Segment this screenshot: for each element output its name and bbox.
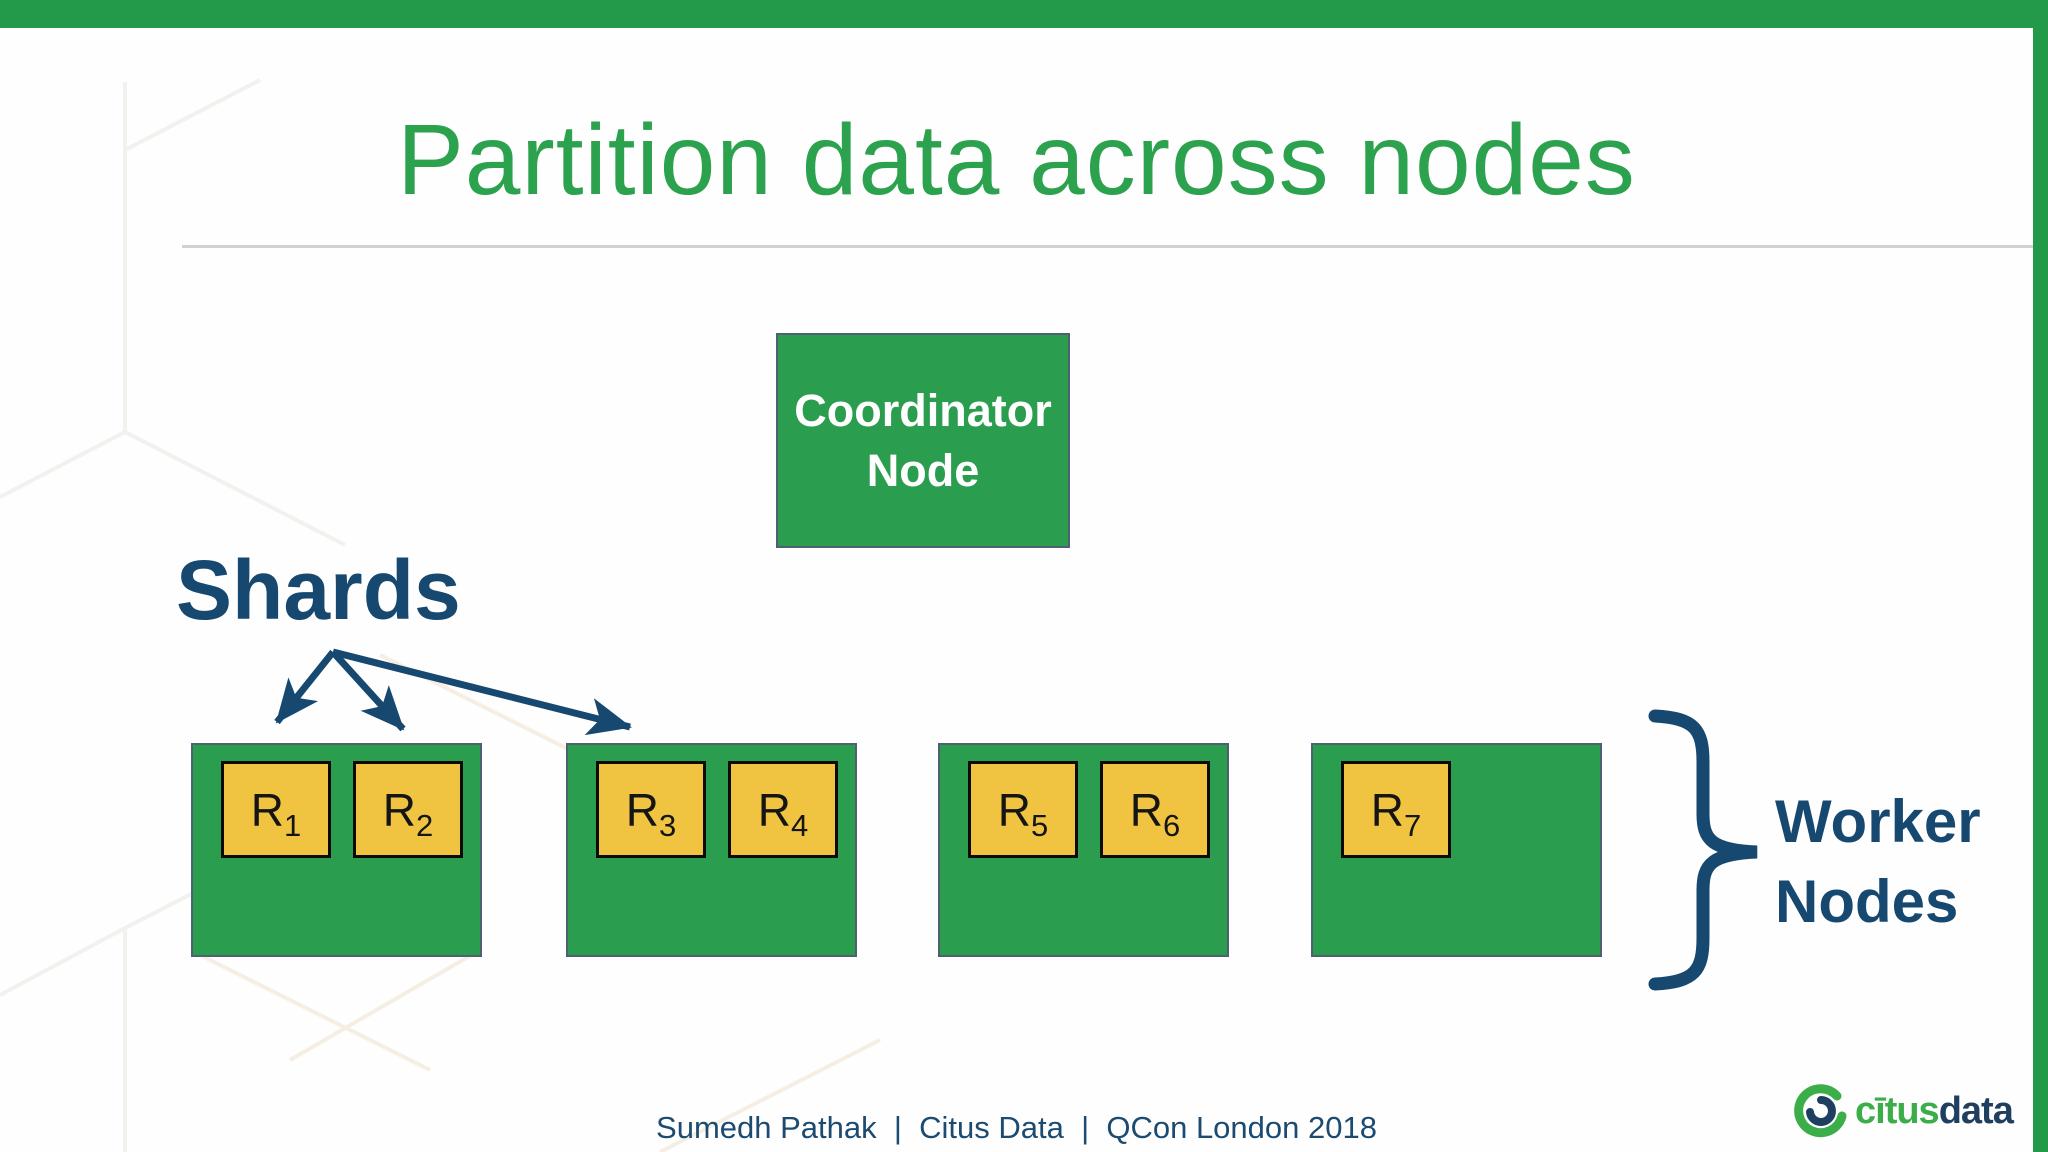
title-divider <box>182 245 2033 248</box>
coordinator-node-box: Coordinator Node <box>776 333 1070 548</box>
shard-label: R <box>625 783 659 836</box>
shard-label: R <box>382 783 416 836</box>
citusdata-logo: cītusdata <box>1794 1082 2014 1140</box>
shard-label: R <box>1370 783 1404 836</box>
worker-nodes-label: Worker Nodes <box>1775 788 1981 935</box>
top-accent-bar <box>0 0 2048 28</box>
shard-label: R <box>1129 783 1163 836</box>
logo-data-text: data <box>1938 1090 2014 1132</box>
shard-label-subscript: 7 <box>1403 808 1422 843</box>
shard-label-subscript: 5 <box>1030 808 1049 843</box>
shard-label: R <box>997 783 1031 836</box>
shard-label-subscript: 4 <box>790 808 809 843</box>
logo-wordmark: cītusdata <box>1855 1082 2014 1140</box>
shard-label-subscript: 6 <box>1162 808 1181 843</box>
shard-label-subscript: 3 <box>658 808 677 843</box>
right-accent-bar <box>2033 0 2048 1152</box>
shard-label-subscript: 1 <box>283 808 302 843</box>
logo-citus-text: cītus <box>1855 1090 1940 1132</box>
shards-label: Shards <box>176 543 461 637</box>
slide-title: Partition data across nodes <box>397 104 1636 216</box>
citusdata-swirl-icon <box>1794 1084 1847 1138</box>
shard-label: R <box>250 783 284 836</box>
footer-credits: Sumedh Pathak | Citus Data | QCon London… <box>656 1110 1377 1145</box>
shard-label-subscript: 2 <box>415 808 434 843</box>
shard-label: R <box>757 783 791 836</box>
